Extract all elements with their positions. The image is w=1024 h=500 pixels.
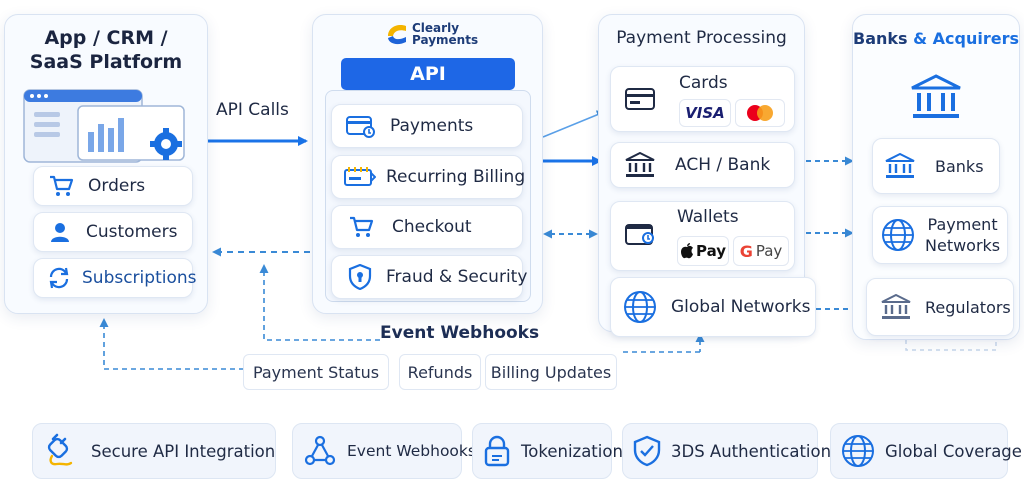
bank-building-icon — [911, 74, 961, 118]
api-calls-label: API Calls — [216, 100, 289, 120]
bank-icon — [885, 153, 915, 178]
shopping-cart-icon — [50, 175, 74, 196]
customers-label: Customers — [86, 222, 178, 242]
processing-cards[interactable]: Cards VISA — [610, 66, 795, 132]
shield-check-icon — [633, 435, 661, 467]
feature-event-webhooks: Event Webhooks — [292, 423, 476, 479]
api-banner: API — [341, 58, 515, 90]
feature-3ds-label: 3DS Authentication — [671, 441, 832, 461]
banks-item-regulators[interactable]: Regulators — [866, 278, 1014, 336]
app-title-line2: SaaS Platform — [29, 51, 183, 73]
app-illustration — [22, 88, 192, 164]
banks-header-icon — [910, 74, 962, 120]
card-payment-icon — [346, 116, 375, 138]
lock-icon — [484, 435, 510, 467]
gateway-item-checkout[interactable]: Checkout — [331, 205, 523, 249]
recurring-billing-label: Recurring Billing — [386, 167, 526, 187]
app-item-subscriptions[interactable]: Subscriptions — [33, 258, 197, 298]
google-pay-logo: G Pay — [733, 236, 789, 266]
wallet-icon — [625, 224, 654, 245]
subscriptions-label: Subscriptions — [82, 268, 197, 288]
processing-global-networks[interactable]: Global Networks — [610, 277, 816, 337]
banks-title: Banks & Acquirers — [852, 29, 1020, 48]
fraud-security-label: Fraud & Security — [386, 267, 528, 287]
clearly-payments-logo-icon — [388, 25, 406, 45]
event-refunds-label: Refunds — [407, 362, 473, 382]
feature-global-coverage-label: Global Coverage — [885, 441, 1022, 461]
feature-3ds-authentication: 3DS Authentication — [622, 423, 831, 479]
ach-label: ACH / Bank — [675, 155, 771, 175]
cards-label: Cards — [679, 73, 728, 93]
banks-title-part1: Banks — [853, 29, 908, 48]
webhook-to-app-line — [99, 318, 244, 370]
recurring-billing-icon — [344, 167, 376, 186]
webhook-icon — [304, 435, 336, 466]
brand-line1: Clearly — [412, 21, 460, 35]
orders-label: Orders — [88, 176, 146, 196]
checkout-cart-icon — [350, 216, 374, 237]
refresh-icon — [49, 267, 69, 289]
apple-pay-label: Pay — [695, 242, 727, 260]
mastercard-logo — [735, 99, 785, 127]
mastercard-icon — [747, 105, 773, 121]
apple-icon — [680, 243, 693, 259]
globe-icon — [624, 291, 656, 323]
event-payment-status[interactable]: Payment Status — [243, 354, 389, 390]
processing-title: Payment Processing — [616, 28, 787, 48]
visa-logo: VISA — [679, 99, 731, 127]
banks-item-banks[interactable]: Banks — [872, 138, 1000, 194]
app-title: App / CRM / SaaS Platform — [4, 26, 208, 74]
google-g-icon: G — [739, 241, 753, 261]
globe-icon — [842, 435, 874, 467]
feature-secure-api-integration: Secure API Integration — [32, 423, 276, 479]
brand-line2: Payments — [412, 33, 479, 47]
google-pay-label: Pay — [755, 242, 783, 260]
feature-global-coverage: Global Coverage — [830, 423, 1022, 479]
payments-label: Payments — [390, 116, 474, 136]
feature-event-webhooks-label: Event Webhooks — [347, 442, 476, 460]
payment-networks-line2: Networks — [925, 236, 1001, 255]
gateway-item-payments[interactable]: Payments — [331, 104, 523, 148]
banks-item-payment-networks[interactable]: Payment Networks — [872, 206, 1008, 264]
checkout-label: Checkout — [392, 217, 472, 237]
apple-pay-logo: Pay — [677, 236, 729, 266]
banks-title-part2: & Acquirers — [913, 29, 1019, 48]
feature-tokenization: Tokenization — [472, 423, 623, 479]
gateway-item-recurring-billing[interactable]: Recurring Billing — [331, 155, 526, 199]
regulator-bank-icon — [881, 294, 911, 319]
feature-tokenization-label: Tokenization — [521, 441, 623, 461]
processing-ach[interactable]: ACH / Bank — [610, 142, 795, 188]
shield-icon — [348, 264, 372, 290]
app-item-orders[interactable]: Orders — [33, 166, 193, 206]
payment-networks-line1: Payment — [927, 215, 998, 234]
banks-item-label: Banks — [935, 156, 984, 176]
visa-label: VISA — [685, 104, 725, 122]
credit-card-icon — [625, 88, 655, 110]
event-payment-status-label: Payment Status — [252, 362, 380, 382]
plug-icon — [47, 433, 73, 466]
app-item-customers[interactable]: Customers — [33, 212, 193, 252]
app-title-line1: App / CRM / — [44, 27, 168, 49]
event-refunds[interactable]: Refunds — [399, 354, 481, 390]
user-icon — [51, 223, 69, 242]
bank-icon — [625, 152, 655, 177]
feature-secure-api-label: Secure API Integration — [91, 441, 276, 461]
event-billing-updates-label: Billing Updates — [490, 362, 612, 382]
global-networks-label: Global Networks — [671, 297, 811, 317]
gateway-item-fraud-security[interactable]: Fraud & Security — [331, 255, 527, 299]
regulators-label: Regulators — [925, 297, 1011, 317]
processing-wallets[interactable]: Wallets Pay G Pay — [610, 201, 795, 271]
api-banner-label: API — [410, 63, 446, 85]
webhook-loop-line — [620, 340, 700, 353]
to-cards-arrow — [542, 110, 606, 138]
webhooks-title: Event Webhooks — [380, 323, 540, 343]
brand-logo: Clearly Payments — [386, 22, 478, 46]
wallets-label: Wallets — [677, 207, 739, 227]
globe-icon — [882, 219, 914, 251]
event-billing-updates[interactable]: Billing Updates — [485, 354, 617, 390]
